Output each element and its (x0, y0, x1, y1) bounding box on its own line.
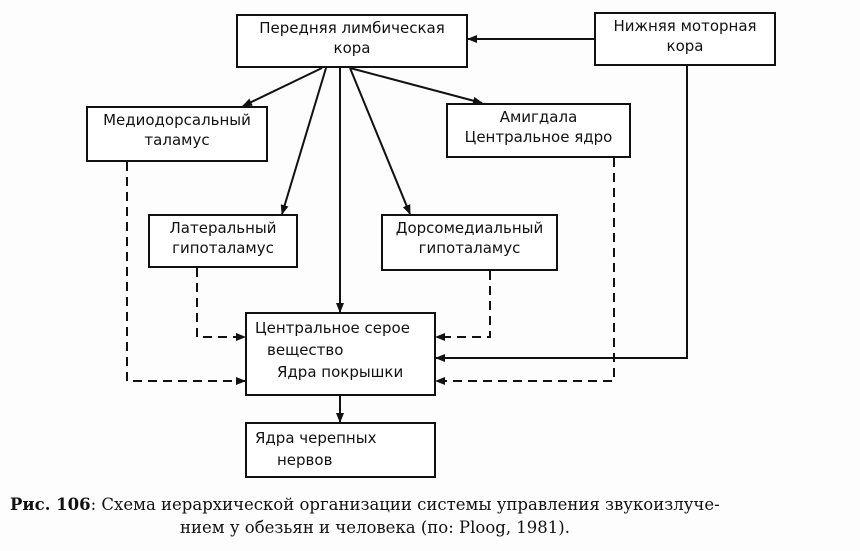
caption-line-1: : Схема иерархической организации систем… (90, 495, 720, 514)
arrow-limbic-to-lateral-hypothalamus (280, 67, 327, 215)
figure-caption: Рис. 106: Схема иерархической организаци… (10, 493, 855, 539)
dashed-arrow-mediodorsal-to-tegmentum (126, 162, 246, 385)
caption-line-2: нием у обезьян и человека (по: Ploog, 19… (180, 518, 570, 537)
arrow-limbic-to-mediodorsal (242, 67, 323, 107)
dashed-arrow-lateral-hypothalamus-to-central-grey (196, 268, 246, 341)
node-central-grey-tegmental-nuclei: Центральное серое вещество Ядра покрышки (245, 312, 436, 396)
dashed-arrow-dorsomedial-hypothalamus-to-central-grey (435, 271, 491, 341)
node-mediodorsal-thalamus: Медиодорсальный таламус (86, 106, 268, 162)
node-lower-motor-cortex: Нижняя моторная кора (594, 12, 776, 66)
node-anterior-limbic-cortex: Передняя лимбическая кора (236, 14, 468, 68)
arrow-limbic-to-dorsomedial-hypothalamus (349, 67, 411, 215)
arrow-limbic-to-amygdala (349, 67, 483, 105)
node-lateral-hypothalamus: Латеральный гипоталамус (148, 214, 298, 268)
node-amygdala-central-nucleus: Амигдала Центральное ядро (446, 103, 631, 158)
node-cranial-nerve-nuclei: Ядра черепных нервов (245, 422, 436, 478)
node-dorsomedial-hypothalamus: Дорсомедиальный гипоталамус (381, 214, 558, 271)
arrow-motor-to-central-grey (435, 66, 688, 362)
figure-label: Рис. 106 (10, 495, 91, 514)
